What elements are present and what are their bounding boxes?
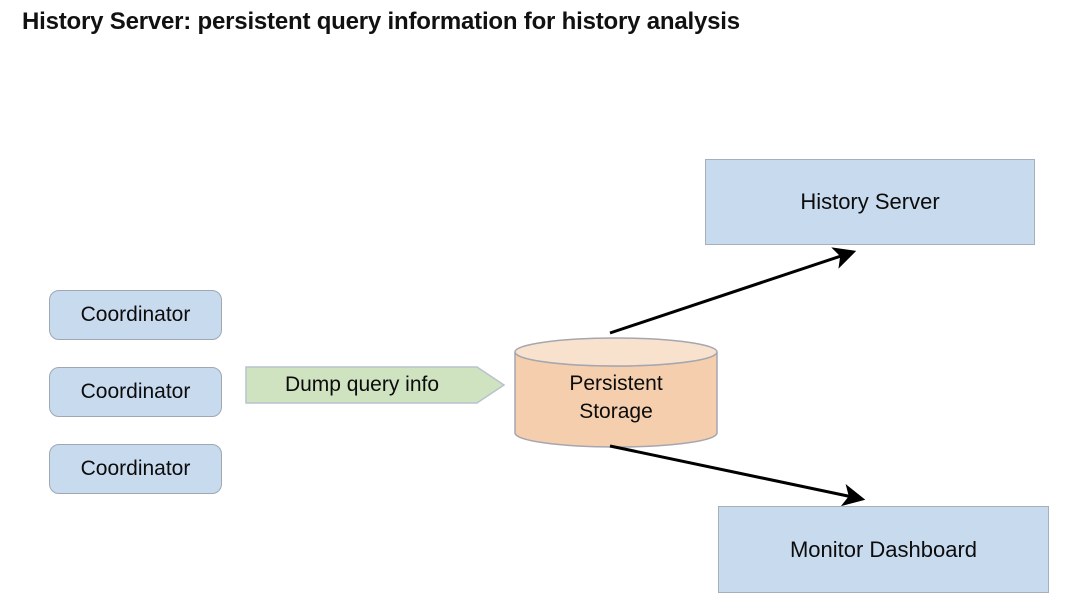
arrow-storage-to-monitor-dashboard (609, 444, 866, 507)
arrow-storage-to-history-server (609, 247, 857, 335)
storage-cylinder-top (514, 337, 718, 367)
coordinator-node-2: Coordinator (49, 367, 222, 417)
monitor-dashboard-node: Monitor Dashboard (718, 506, 1049, 593)
coordinator-node-label: Coordinator (80, 380, 191, 403)
coordinator-node-1: Coordinator (49, 290, 222, 340)
diagram-title: History Server: persistent query informa… (22, 8, 740, 35)
coordinator-node-label: Coordinator (80, 457, 191, 480)
coordinator-node-label: Coordinator (80, 303, 191, 326)
monitor-dashboard-label: Monitor Dashboard (789, 536, 978, 562)
coordinator-node-3: Coordinator (49, 444, 222, 494)
history-server-label: History Server (800, 189, 940, 214)
history-server-node: History Server (705, 159, 1035, 245)
dump-query-arrow-shape (245, 366, 506, 404)
